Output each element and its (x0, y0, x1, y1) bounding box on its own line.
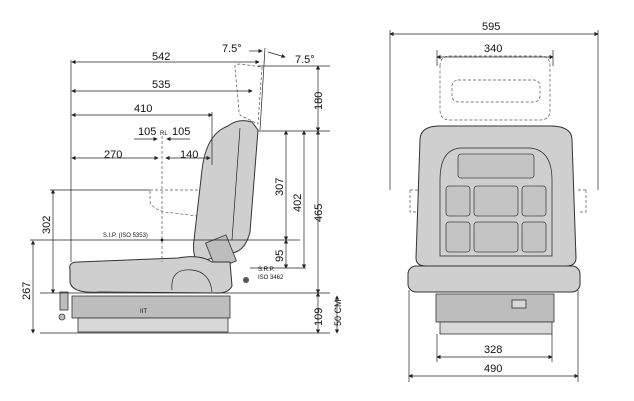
tilt-left-label: 7.5° (222, 43, 242, 55)
height-402-label: 402 (292, 194, 304, 212)
adjust-back-label: 105 (172, 126, 190, 138)
height-302-label: 302 (41, 216, 53, 234)
height-267-label: 267 (21, 282, 33, 300)
side-view-labels: 7.5° 7.5° 542 535 410 105 RL 105 270 140… (21, 43, 343, 326)
fore-aft-lever[interactable] (58, 313, 66, 321)
slide-rails (77, 317, 229, 333)
side-view-seat: IIT (58, 63, 263, 333)
height-95-label: 95 (274, 250, 286, 262)
rl-label: RL (160, 131, 168, 137)
backrest-panels (445, 153, 547, 253)
srp-label: S.R.P. (258, 267, 275, 273)
front-view-labels: 595 340 328 490 (482, 21, 502, 375)
height-180-label: 180 (313, 92, 325, 110)
length-542-label: 542 (152, 51, 170, 63)
front-view-dimensions (389, 30, 599, 382)
width-328-label: 328 (484, 344, 502, 356)
logo-mark: IIT (140, 309, 147, 315)
length-270-label: 270 (104, 149, 122, 161)
weight-adjust-knob[interactable] (59, 291, 69, 311)
suspension-base (71, 295, 231, 319)
front-view-seat (407, 55, 587, 335)
side-view-dimensions (30, 47, 340, 334)
height-465-label: 465 (313, 204, 325, 222)
width-595-label: 595 (482, 21, 500, 33)
seat-cushion (69, 256, 233, 294)
front-suspension (435, 293, 555, 323)
width-490-label: 490 (484, 363, 502, 375)
armrest-outline-dashed (149, 189, 245, 221)
length-410-label: 410 (134, 103, 152, 115)
sip-label: S.I.P. (ISO 5353) (103, 233, 148, 239)
width-340-label: 340 (484, 43, 502, 55)
stroke-50-label: 50 CM (333, 299, 343, 326)
recline-knob[interactable] (243, 277, 249, 283)
length-535-label: 535 (152, 79, 170, 91)
length-140-label: 140 (180, 149, 198, 161)
tilt-right-label: 7.5° (295, 54, 315, 66)
height-307-label: 307 (274, 178, 286, 196)
adjust-forward-label: 105 (138, 126, 156, 138)
front-cushion (407, 265, 581, 293)
headrest-outline-dashed (234, 63, 263, 125)
height-109-label: 109 (313, 308, 325, 326)
srp-iso-label: ISO 3462 (258, 275, 284, 281)
front-headrest-dashed (439, 55, 551, 121)
